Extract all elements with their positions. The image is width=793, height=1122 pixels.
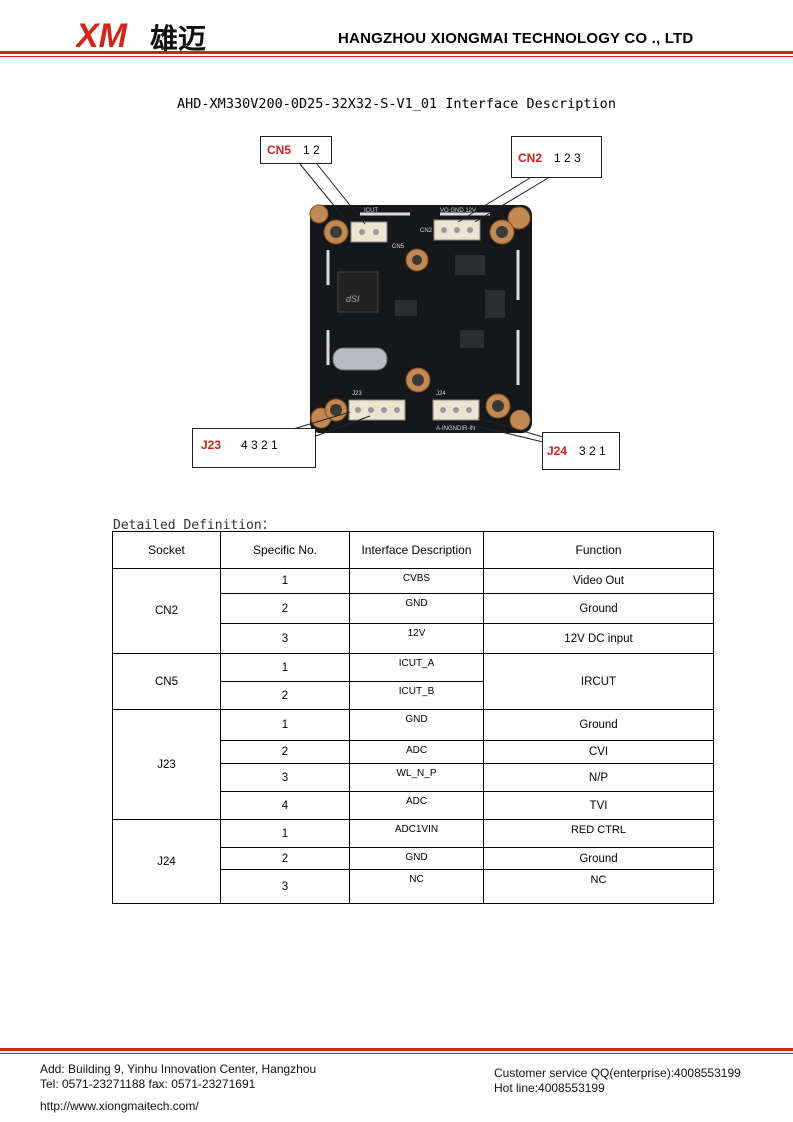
socket-cell: J24 [112, 819, 221, 904]
svg-text:J24: J24 [436, 391, 446, 397]
pin-desc: 12V [349, 623, 484, 654]
document-title: AHD-XM330V200-0D25-32X32-S-V1_01 Interfa… [177, 96, 616, 112]
footer-hotline: Hot line:4008553199 [494, 1081, 605, 1095]
table-row: 2 GND Ground [113, 593, 714, 624]
pin-no: 2 [220, 740, 350, 764]
pin-no: 3 [220, 763, 350, 792]
crystal-oscillator [332, 347, 388, 371]
pin-func: NC [483, 869, 714, 904]
header-rule [0, 51, 793, 54]
board-photo: dSI ICUT VO GND 12V [289, 163, 549, 443]
pin-desc: GND [349, 847, 484, 870]
pin-func: Ground [483, 847, 714, 870]
footer-rule-thin [0, 1053, 793, 1054]
callout-leaders [289, 163, 549, 443]
pin-func: IRCUT [483, 653, 714, 710]
footer-rule [0, 1048, 793, 1051]
header-specific-no: Specific No. [220, 531, 350, 569]
table-row: CN5 1 ICUT_A IRCUT [112, 653, 714, 710]
pin-func: Ground [483, 593, 714, 624]
company-name: HANGZHOU XIONGMAI TECHNOLOGY CO ., LTD [338, 30, 694, 47]
pin-func: Ground [483, 709, 714, 741]
pin-func: CVI [483, 740, 714, 764]
pin-desc: ADC1VIN [349, 819, 484, 848]
pin-no: 1 [220, 653, 350, 682]
pin-no: 3 [220, 623, 350, 654]
pin-no: 2 [220, 681, 350, 710]
svg-text:CN5: CN5 [392, 244, 405, 250]
svg-text:J23: J23 [352, 391, 362, 397]
pin-no: 1 [220, 568, 350, 594]
socket-cell: J23 [112, 709, 221, 820]
section-label: Detailed Definition： [113, 518, 275, 533]
socket-cell: CN2 [112, 568, 221, 654]
pin-no: 1 [220, 819, 350, 848]
interface-definition-table: Socket Specific No. Interface Descriptio… [112, 531, 714, 904]
svg-text:XM: XM [76, 18, 128, 54]
socket-cell: CN5 [112, 653, 221, 710]
footer-url[interactable]: http://www.xiongmaitech.com/ [40, 1099, 199, 1113]
svg-text:dSI: dSI [346, 294, 360, 304]
connector-j23 [348, 399, 406, 421]
svg-text:A-INGNDIR-IN: A-INGNDIR-IN [436, 426, 475, 432]
table-row: J23 1 GND Ground [112, 709, 714, 820]
pin-no: 4 [220, 791, 350, 820]
pin-desc: GND [349, 709, 484, 741]
footer-tel: Tel: 0571-23271188 fax: 0571-23271691 [40, 1077, 256, 1091]
header-rule-thin [0, 56, 793, 57]
pin-desc: ICUT_B [349, 681, 484, 710]
connector-cn2 [433, 219, 481, 241]
table-row: 4 ADC TVI [113, 791, 714, 820]
table-row: 3 WL_N_P N/P [113, 763, 714, 792]
svg-text:ICUT: ICUT [364, 208, 378, 214]
pin-desc: ICUT_A [349, 653, 484, 682]
pin-func: Video Out [483, 568, 714, 594]
board-figure: dSI ICUT VO GND 12V [0, 130, 793, 475]
table-row: 2 GND Ground [113, 847, 714, 870]
header-interface-description: Interface Description [349, 531, 484, 569]
connector-cn5 [350, 221, 388, 243]
table-header-row: Socket Specific No. Interface Descriptio… [112, 531, 714, 569]
page-header: XM 雄迈 HANGZHOU XIONGMAI TECHNOLOGY CO .,… [0, 0, 793, 60]
pin-no: 2 [220, 847, 350, 870]
header-function: Function [483, 531, 714, 569]
pin-desc: ADC [349, 791, 484, 820]
pin-desc: CVBS [349, 568, 484, 594]
pin-func: RED CTRL [483, 819, 714, 848]
pin-desc: ADC [349, 740, 484, 764]
pin-desc: GND [349, 593, 484, 624]
lens-mount-slots [326, 212, 520, 385]
table-row: 3 12V 12V DC input [113, 623, 714, 654]
table-row: 2 ICUT_B [113, 681, 714, 710]
pin-func: N/P [483, 763, 714, 792]
pin-desc: WL_N_P [349, 763, 484, 792]
pin-func: TVI [483, 791, 714, 820]
connector-j24 [432, 399, 480, 421]
processor-chip [337, 271, 379, 313]
svg-text:CN2: CN2 [420, 228, 433, 234]
pin-no: 1 [220, 709, 350, 741]
svg-text:雄迈: 雄迈 [149, 22, 206, 54]
footer-qq: Customer service QQ(enterprise):40085531… [494, 1066, 741, 1080]
pin-no: 3 [220, 869, 350, 904]
pin-desc: NC [349, 869, 484, 904]
pin-no: 2 [220, 593, 350, 624]
footer-address: Add: Building 9, Yinhu Innovation Center… [40, 1062, 317, 1076]
svg-text:VO GND 12V: VO GND 12V [440, 208, 476, 214]
table-row: 3 NC NC [113, 869, 714, 904]
table-row: CN2 1 CVBS Video Out [112, 568, 714, 654]
table-row: J24 1 ADC1VIN RED CTRL [112, 819, 714, 904]
header-socket: Socket [112, 531, 221, 569]
pin-func: 12V DC input [483, 623, 714, 654]
xiongmai-logo: XM 雄迈 [76, 18, 206, 54]
